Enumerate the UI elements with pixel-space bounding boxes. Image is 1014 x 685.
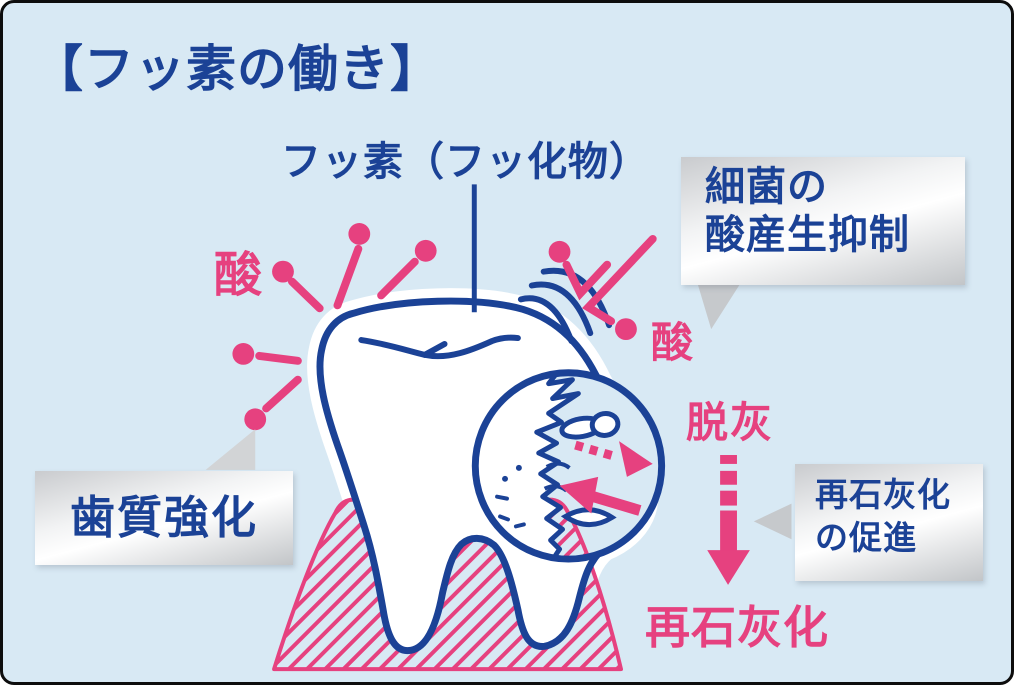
callout-tooth-strengthening: 歯質強化 (35, 471, 293, 565)
remineralization-label: 再石灰化 (645, 602, 830, 653)
bacteria-callout-tail (696, 279, 743, 330)
callout-remin-line2: の促進 (815, 518, 917, 556)
demin-to-remin-down-arrow (707, 455, 750, 585)
callout-remineralization-promotion: 再石灰化 の促進 (795, 464, 983, 581)
acid-label-right: 酸 (651, 319, 694, 366)
callout-bacteria-line1: 細菌の (705, 165, 828, 209)
demineralization-dashed-arrow (574, 440, 653, 477)
acid-deflected-pins (548, 234, 657, 341)
callout-bacteria-acid-suppression: 細菌の 酸産生抑制 (681, 157, 965, 285)
diagram-artwork (205, 184, 792, 672)
remineralization-solid-arrow (559, 476, 642, 516)
strengthen-callout-tail (205, 429, 256, 470)
magnifier-circle (471, 369, 666, 563)
callout-remin-line1: 再石灰化 (815, 476, 951, 513)
remin-callout-tail (753, 503, 792, 540)
demineralization-label: 脱灰 (686, 399, 775, 446)
mineral-fragments (543, 411, 621, 528)
callout-bacteria-line2: 酸産生抑制 (705, 213, 910, 257)
fluoride-label: フッ素（フッ化物） (281, 140, 650, 184)
acid-label-left: 酸 (214, 249, 263, 302)
page-title: 【フッ素の働き】 (33, 41, 441, 97)
occlusal-groove (358, 334, 521, 360)
demineralized-edge (534, 372, 581, 560)
acid-attack-pins (232, 223, 437, 431)
